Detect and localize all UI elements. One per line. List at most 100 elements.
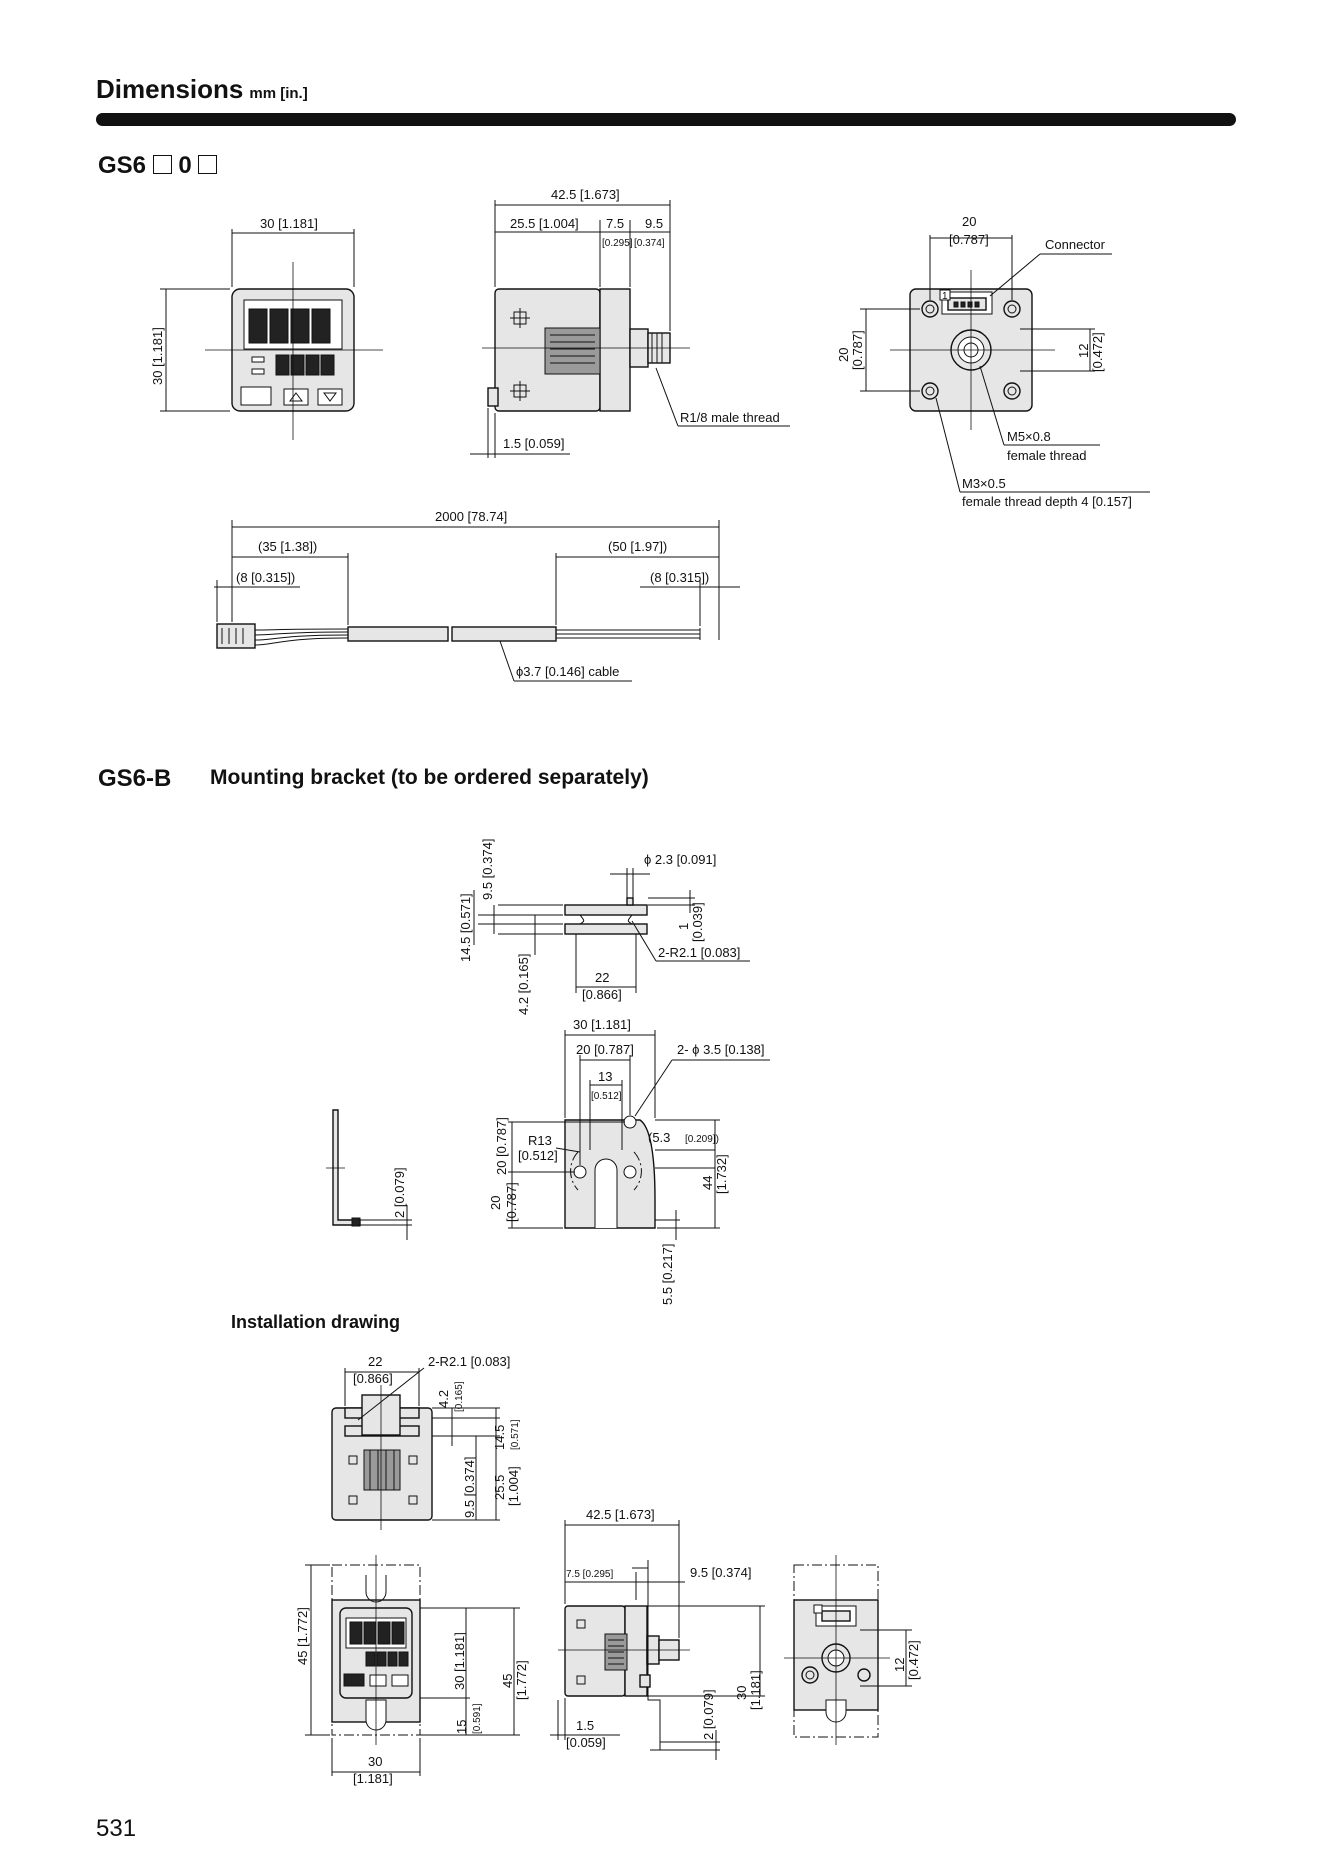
svg-text:20: 20 — [962, 214, 976, 229]
connector-label: Connector — [1045, 237, 1106, 252]
svg-text:30 [1.181]: 30 [1.181] — [452, 1632, 467, 1690]
svg-text:[0.209]): [0.209]) — [685, 1134, 719, 1145]
svg-text:[0.374]: [0.374] — [634, 238, 665, 249]
install-rear-view: 12 [0.472] — [784, 1555, 921, 1745]
install-top-view: 22 [0.866] 2-R2.1 [0.083] 4.2 [0.165] 14… — [331, 1354, 521, 1530]
svg-text:[0.512]: [0.512] — [591, 1091, 622, 1102]
svg-text:20: 20 — [488, 1196, 503, 1210]
svg-text:20: 20 — [836, 348, 851, 362]
svg-text:[0.165]: [0.165] — [454, 1381, 465, 1412]
svg-text:[0.787]: [0.787] — [949, 232, 989, 247]
svg-text:9.5 [0.374]: 9.5 [0.374] — [690, 1565, 751, 1580]
installation-title: Installation drawing — [231, 1312, 401, 1332]
side-view: 42.5 [1.673] 25.5 [1.004] 7.5 9.5 [0.295… — [470, 187, 790, 458]
svg-text:ϕ 2.3 [0.091]: ϕ 2.3 [0.091] — [644, 852, 716, 867]
svg-text:2 [0.079]: 2 [0.079] — [392, 1167, 407, 1218]
svg-text:14.5: 14.5 — [492, 1425, 507, 1450]
front-view: 30 [1.181] 30 [1.181] — [150, 216, 383, 440]
install-front-view: 45 [1.772] 30 [1.181] 15 [0.591] 45 [1.7… — [295, 1555, 529, 1786]
svg-text:2- ϕ 3.5 [0.138]: 2- ϕ 3.5 [0.138] — [677, 1042, 765, 1057]
svg-text:[1.772]: [1.772] — [514, 1660, 529, 1700]
svg-text:(8 [0.315]): (8 [0.315]) — [236, 570, 295, 585]
svg-text:12: 12 — [892, 1658, 907, 1672]
unit-label: mm [in.] — [249, 85, 308, 102]
section1-heading: GS6 0 — [98, 152, 218, 180]
svg-text:1.5: 1.5 — [576, 1718, 594, 1733]
svg-text:22: 22 — [595, 970, 609, 985]
svg-text:(5.3: (5.3 — [648, 1130, 670, 1145]
svg-text:4.2: 4.2 — [436, 1390, 451, 1408]
svg-text:7.5: 7.5 — [606, 216, 624, 231]
svg-text:42.5 [1.673]: 42.5 [1.673] — [586, 1507, 655, 1522]
svg-text:14.5 [0.571]: 14.5 [0.571] — [458, 893, 473, 962]
svg-text:[0.295]: [0.295] — [602, 238, 633, 249]
section2-title: Mounting bracket (to be ordered separate… — [210, 766, 649, 789]
svg-text:[0.472]: [0.472] — [906, 1640, 921, 1680]
svg-text:9.5 [0.374]: 9.5 [0.374] — [462, 1457, 477, 1518]
m3-label: M3×0.5 — [962, 476, 1006, 491]
svg-text:[0.571]: [0.571] — [510, 1419, 521, 1450]
svg-text:female thread depth 4 [0.157]: female thread depth 4 [0.157] — [962, 494, 1132, 509]
rear-view: 1 20 [0.787] Connector 20 [0.787] 12 [0.… — [836, 214, 1150, 509]
svg-text:[1.181]: [1.181] — [353, 1771, 393, 1786]
svg-text:2-R2.1 [0.083]: 2-R2.1 [0.083] — [658, 945, 740, 960]
svg-text:30: 30 — [734, 1686, 749, 1700]
svg-text:(50 [1.97]): (50 [1.97]) — [608, 539, 667, 554]
header-rule — [96, 113, 1236, 126]
m5-label: M5×0.8 — [1007, 429, 1051, 444]
variant-box-1 — [152, 155, 172, 174]
svg-text:22: 22 — [368, 1354, 382, 1369]
svg-text:15: 15 — [454, 1720, 469, 1734]
svg-text:female thread: female thread — [1007, 448, 1087, 463]
front-width-label: 30 [1.181] — [260, 216, 318, 231]
svg-text:[1.004]: [1.004] — [506, 1466, 521, 1506]
svg-text:9.5 [0.374]: 9.5 [0.374] — [480, 839, 495, 900]
svg-text:[0.472]: [0.472] — [1090, 332, 1105, 372]
svg-text:[0.591]: [0.591] — [472, 1703, 483, 1734]
base-label: 1.5 [0.059] — [503, 436, 564, 451]
svg-text:45 [1.772]: 45 [1.772] — [295, 1607, 310, 1665]
svg-text:7.5 [0.295]: 7.5 [0.295] — [566, 1569, 613, 1580]
bracket-top-view: 9.5 [0.374] 14.5 [0.571] 4.2 [0.165] ϕ 2… — [458, 839, 750, 1015]
svg-text:30: 30 — [368, 1754, 382, 1769]
svg-text:4.2 [0.165]: 4.2 [0.165] — [516, 954, 531, 1015]
variant-box-2 — [198, 155, 218, 174]
thread-label: R1/8 male thread — [680, 410, 780, 425]
front-height-label: 30 [1.181] — [150, 327, 165, 385]
svg-text:(35 [1.38]): (35 [1.38]) — [258, 539, 317, 554]
svg-text:[0.512]: [0.512] — [518, 1148, 558, 1163]
side-body-label: 25.5 [1.004] — [510, 216, 579, 231]
svg-text:44: 44 — [700, 1176, 715, 1190]
svg-text:[0.039]: [0.039] — [690, 902, 705, 942]
svg-text:[1.732]: [1.732] — [714, 1154, 729, 1194]
svg-text:1: 1 — [676, 923, 691, 930]
svg-text:45: 45 — [500, 1674, 515, 1688]
bracket-front-view: 30 [1.181] 20 [0.787] 13 [0.512] 2- ϕ 3.… — [488, 1017, 770, 1305]
svg-text:30 [1.181]: 30 [1.181] — [573, 1017, 631, 1032]
section2-model: GS6-B — [98, 765, 172, 792]
cable-drawing: 2000 [78.74] (35 [1.38]) (50 [1.97]) (8 … — [214, 509, 740, 682]
page-number: 531 — [96, 1815, 137, 1842]
cable-length-label: 2000 [78.74] — [435, 509, 507, 524]
svg-text:9.5: 9.5 — [645, 216, 663, 231]
svg-text:25.5: 25.5 — [492, 1475, 507, 1500]
svg-text:2 [0.079]: 2 [0.079] — [701, 1689, 716, 1740]
svg-text:13: 13 — [598, 1069, 612, 1084]
svg-text:1: 1 — [942, 291, 948, 302]
svg-text:20 [0.787]: 20 [0.787] — [576, 1042, 634, 1057]
svg-text:12: 12 — [1076, 344, 1091, 358]
svg-text:[0.787]: [0.787] — [850, 330, 865, 370]
svg-text:[0.059]: [0.059] — [566, 1735, 606, 1750]
svg-text:R13: R13 — [528, 1133, 552, 1148]
install-side-view: 42.5 [1.673] 7.5 [0.295] 9.5 [0.374] 2 [… — [550, 1507, 765, 1760]
bracket-side-view: 2 [0.079] — [326, 1109, 412, 1240]
svg-text:(8 [0.315]): (8 [0.315]) — [650, 570, 709, 585]
side-total-label: 42.5 [1.673] — [551, 187, 620, 202]
svg-text:5.5 [0.217]: 5.5 [0.217] — [660, 1244, 675, 1305]
svg-text:[0.866]: [0.866] — [582, 987, 622, 1002]
cable-dia-label: ϕ3.7 [0.146] cable — [516, 664, 619, 679]
svg-text:[1.181]: [1.181] — [748, 1670, 763, 1710]
svg-text:[0.787]: [0.787] — [504, 1182, 519, 1222]
